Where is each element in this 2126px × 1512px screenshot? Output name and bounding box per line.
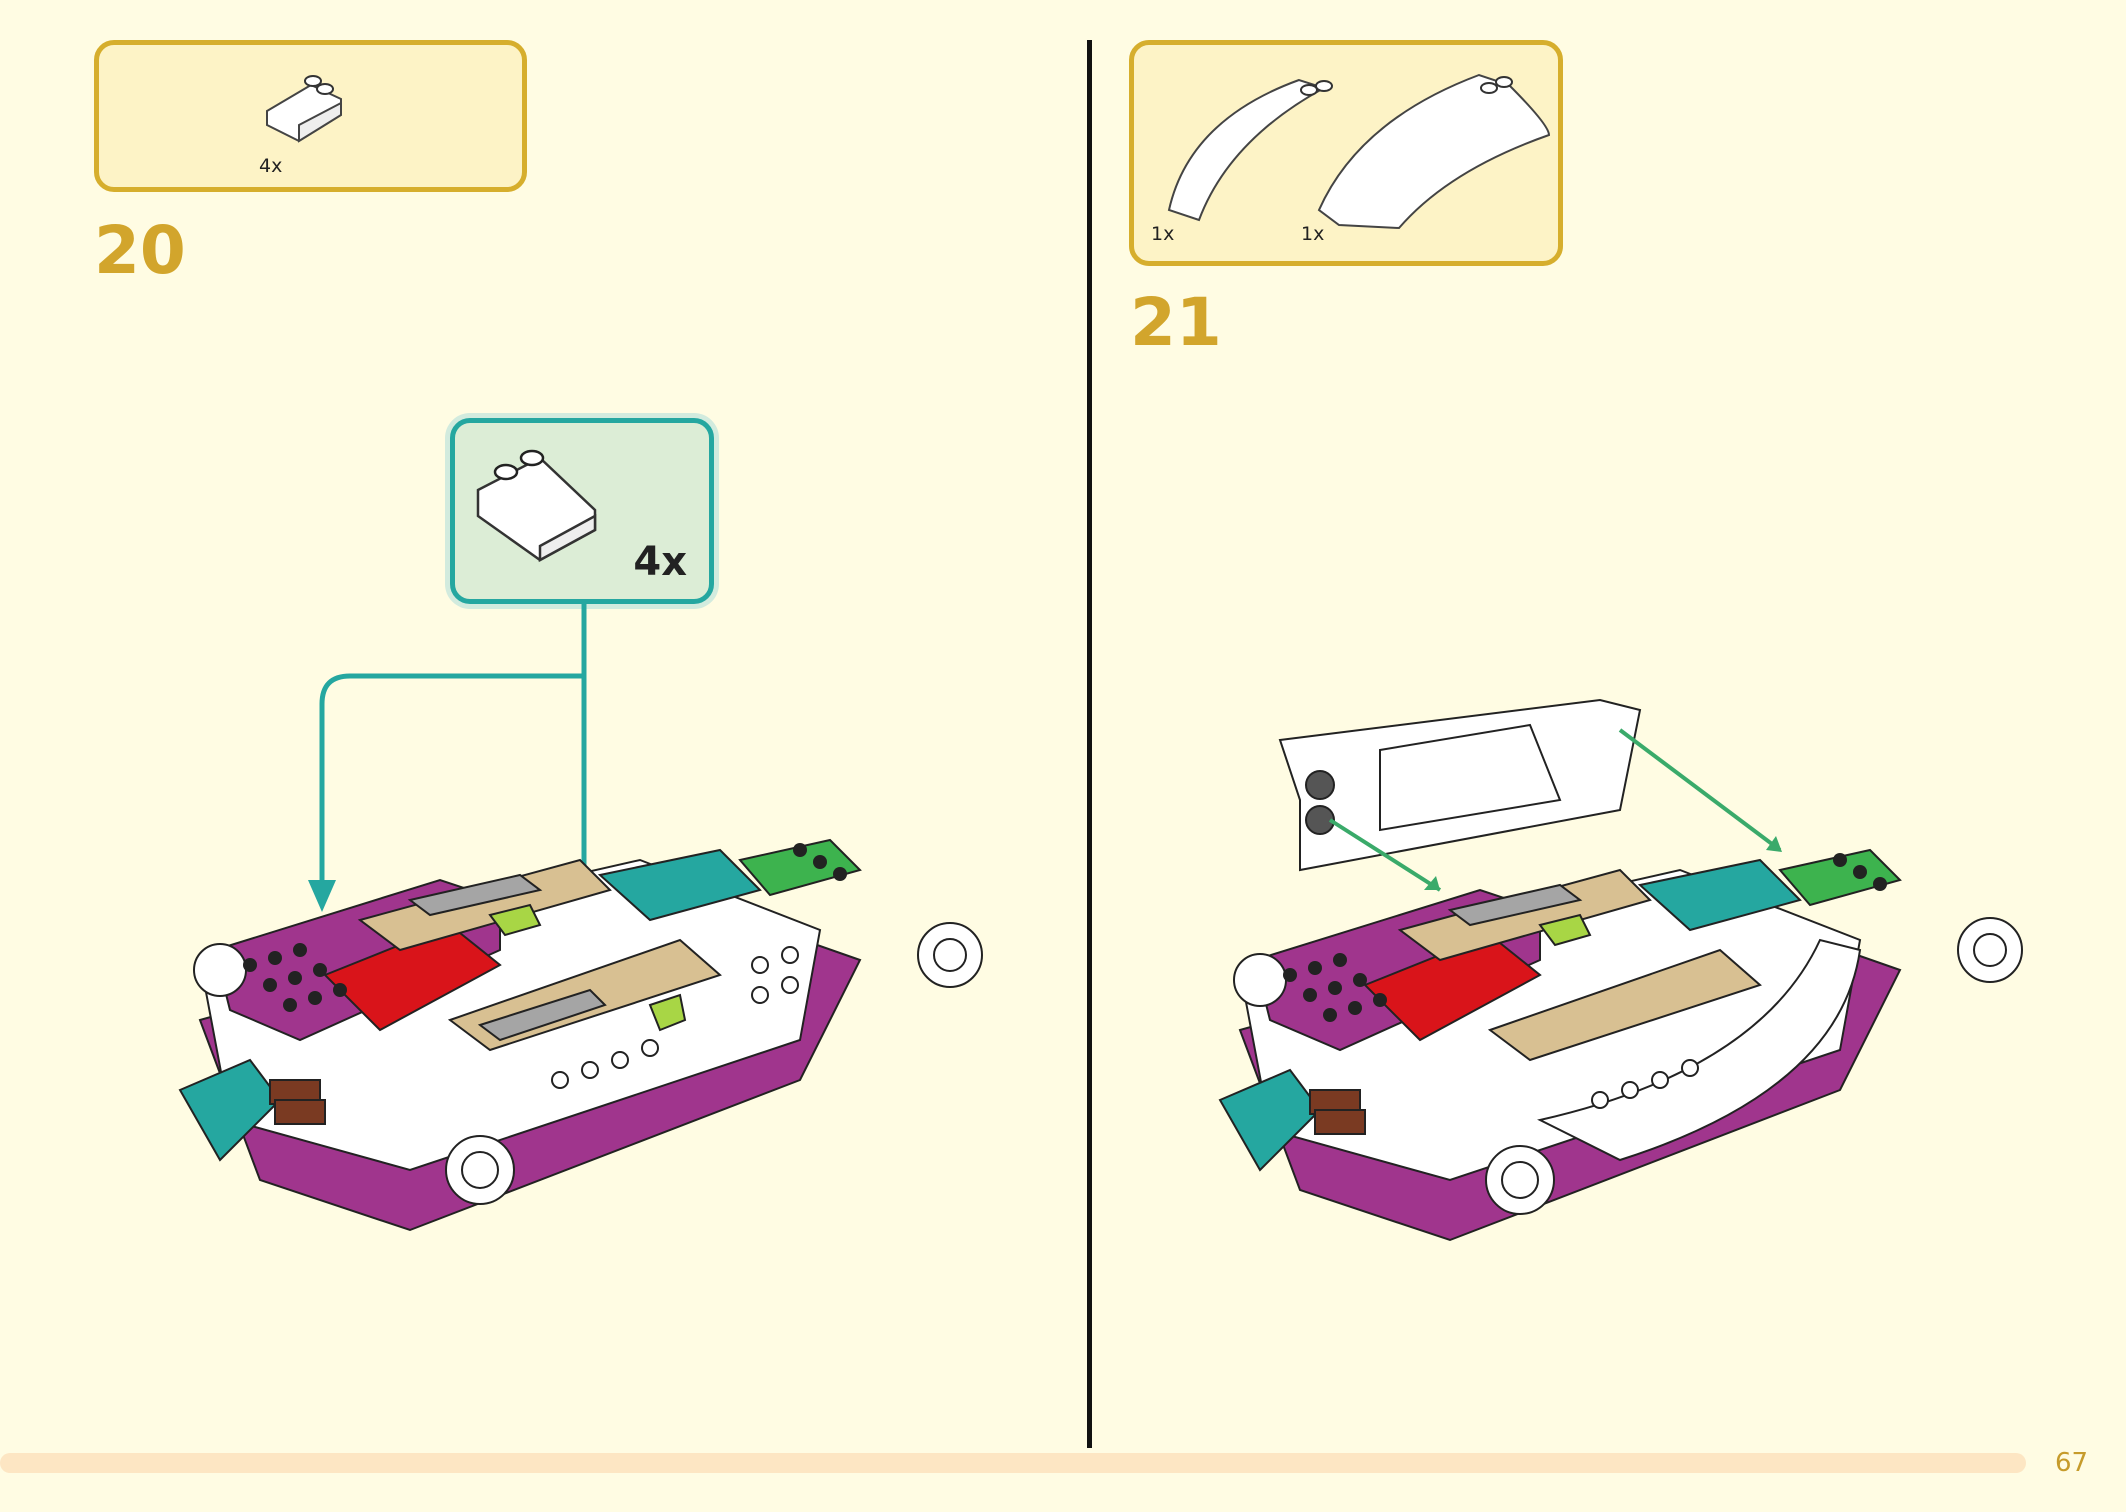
part-qty: 1x <box>1301 223 1325 245</box>
curved-slope-icon <box>1167 78 1333 222</box>
parts-box-step-20: 4x <box>94 40 527 192</box>
model-step-20 <box>178 838 983 1232</box>
step-number: 20 <box>94 212 186 289</box>
page-number: 67 <box>2055 1448 2089 1478</box>
page-divider <box>1087 40 1092 1448</box>
slope-brick-icon <box>476 449 597 563</box>
curved-slope-icon <box>1317 73 1551 230</box>
callout-box: 4x <box>450 418 714 604</box>
part-qty: 1x <box>1151 223 1175 245</box>
slope-brick-icon <box>266 75 342 143</box>
callout-qty: 4x <box>633 539 687 585</box>
model-step-21 <box>1218 698 2023 1242</box>
step-number: 21 <box>1130 284 1222 361</box>
parts-box-step-21: 1x 1x <box>1129 40 1563 266</box>
progress-bar <box>0 1453 2026 1473</box>
part-qty: 4x <box>259 155 283 177</box>
